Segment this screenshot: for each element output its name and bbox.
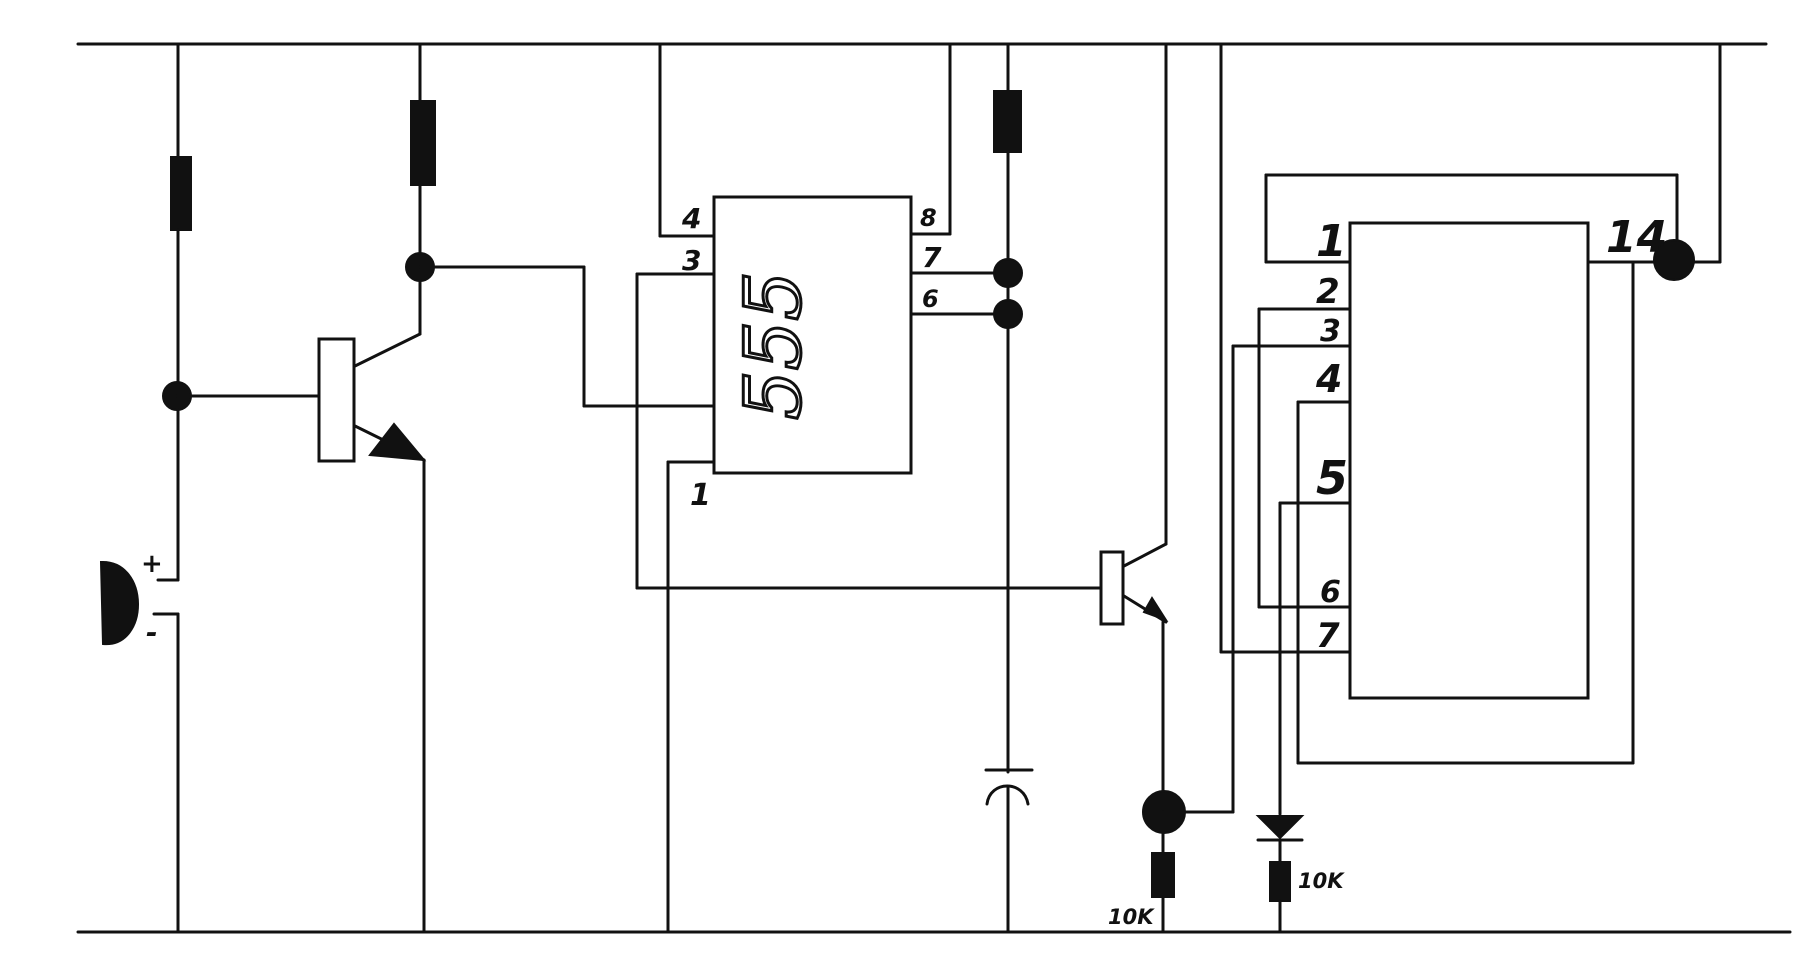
mic-minus-label: - xyxy=(146,616,158,649)
junction-pin14 xyxy=(1653,239,1695,281)
junction-pin7 xyxy=(993,258,1023,288)
led-branch: 10K xyxy=(1255,815,1345,934)
ic-right-pin-14: 14 xyxy=(1606,212,1667,263)
transistor-q1 xyxy=(317,42,716,934)
junction-pin6 xyxy=(993,299,1023,329)
q2-emitter-resistor xyxy=(1151,852,1175,898)
led-resistor-value: 10K xyxy=(1298,869,1345,893)
ic-555: 555 4 3 1 8 7 6 xyxy=(635,42,1010,934)
ic-right-pin-4: 4 xyxy=(1315,357,1342,401)
ic-right-pin-5: 5 xyxy=(1316,451,1348,505)
ic-right: 1 2 3 4 5 6 7 14 xyxy=(1219,42,1722,816)
ic-555-pin-7: 7 xyxy=(922,241,942,274)
ic-right-pin-3: 3 xyxy=(1320,314,1341,349)
q2-base xyxy=(1099,550,1125,626)
ic-right-pin-6: 6 xyxy=(1320,575,1341,610)
ic-555-label: 555 xyxy=(729,271,819,420)
mic-bias-resistor xyxy=(170,156,192,231)
q1-collector-resistor xyxy=(410,100,436,186)
timing-resistor xyxy=(993,90,1022,153)
ic-555-pin-6: 6 xyxy=(922,285,939,313)
ic-555-pin-1: 1 xyxy=(690,478,711,513)
ic-555-pin-8: 8 xyxy=(920,204,937,232)
mic-bias-branch xyxy=(152,42,320,934)
q1-base xyxy=(317,337,356,463)
ic-555-body xyxy=(712,195,913,475)
ic-right-body xyxy=(1348,221,1590,700)
led-diode xyxy=(1255,815,1305,840)
timing-network xyxy=(984,42,1034,934)
led-resistor xyxy=(1269,861,1291,902)
mic-plus-label: + xyxy=(141,549,163,579)
q2-resistor-value: 10K xyxy=(1108,905,1155,929)
transistor-q2: 10K xyxy=(635,42,1235,934)
ic-right-pin-2: 2 xyxy=(1316,272,1340,312)
ic-555-pin-3: 3 xyxy=(682,244,701,277)
timing-capacitor-curve xyxy=(985,784,1030,806)
ic-right-pin-1: 1 xyxy=(1316,216,1347,267)
ic-555-pin-4: 4 xyxy=(681,202,701,235)
ic-right-pin-7: 7 xyxy=(1316,616,1340,656)
q1-emitter-arrow xyxy=(368,422,427,462)
q2-emitter-arrow xyxy=(1142,596,1169,622)
microphone: + - xyxy=(99,549,163,649)
